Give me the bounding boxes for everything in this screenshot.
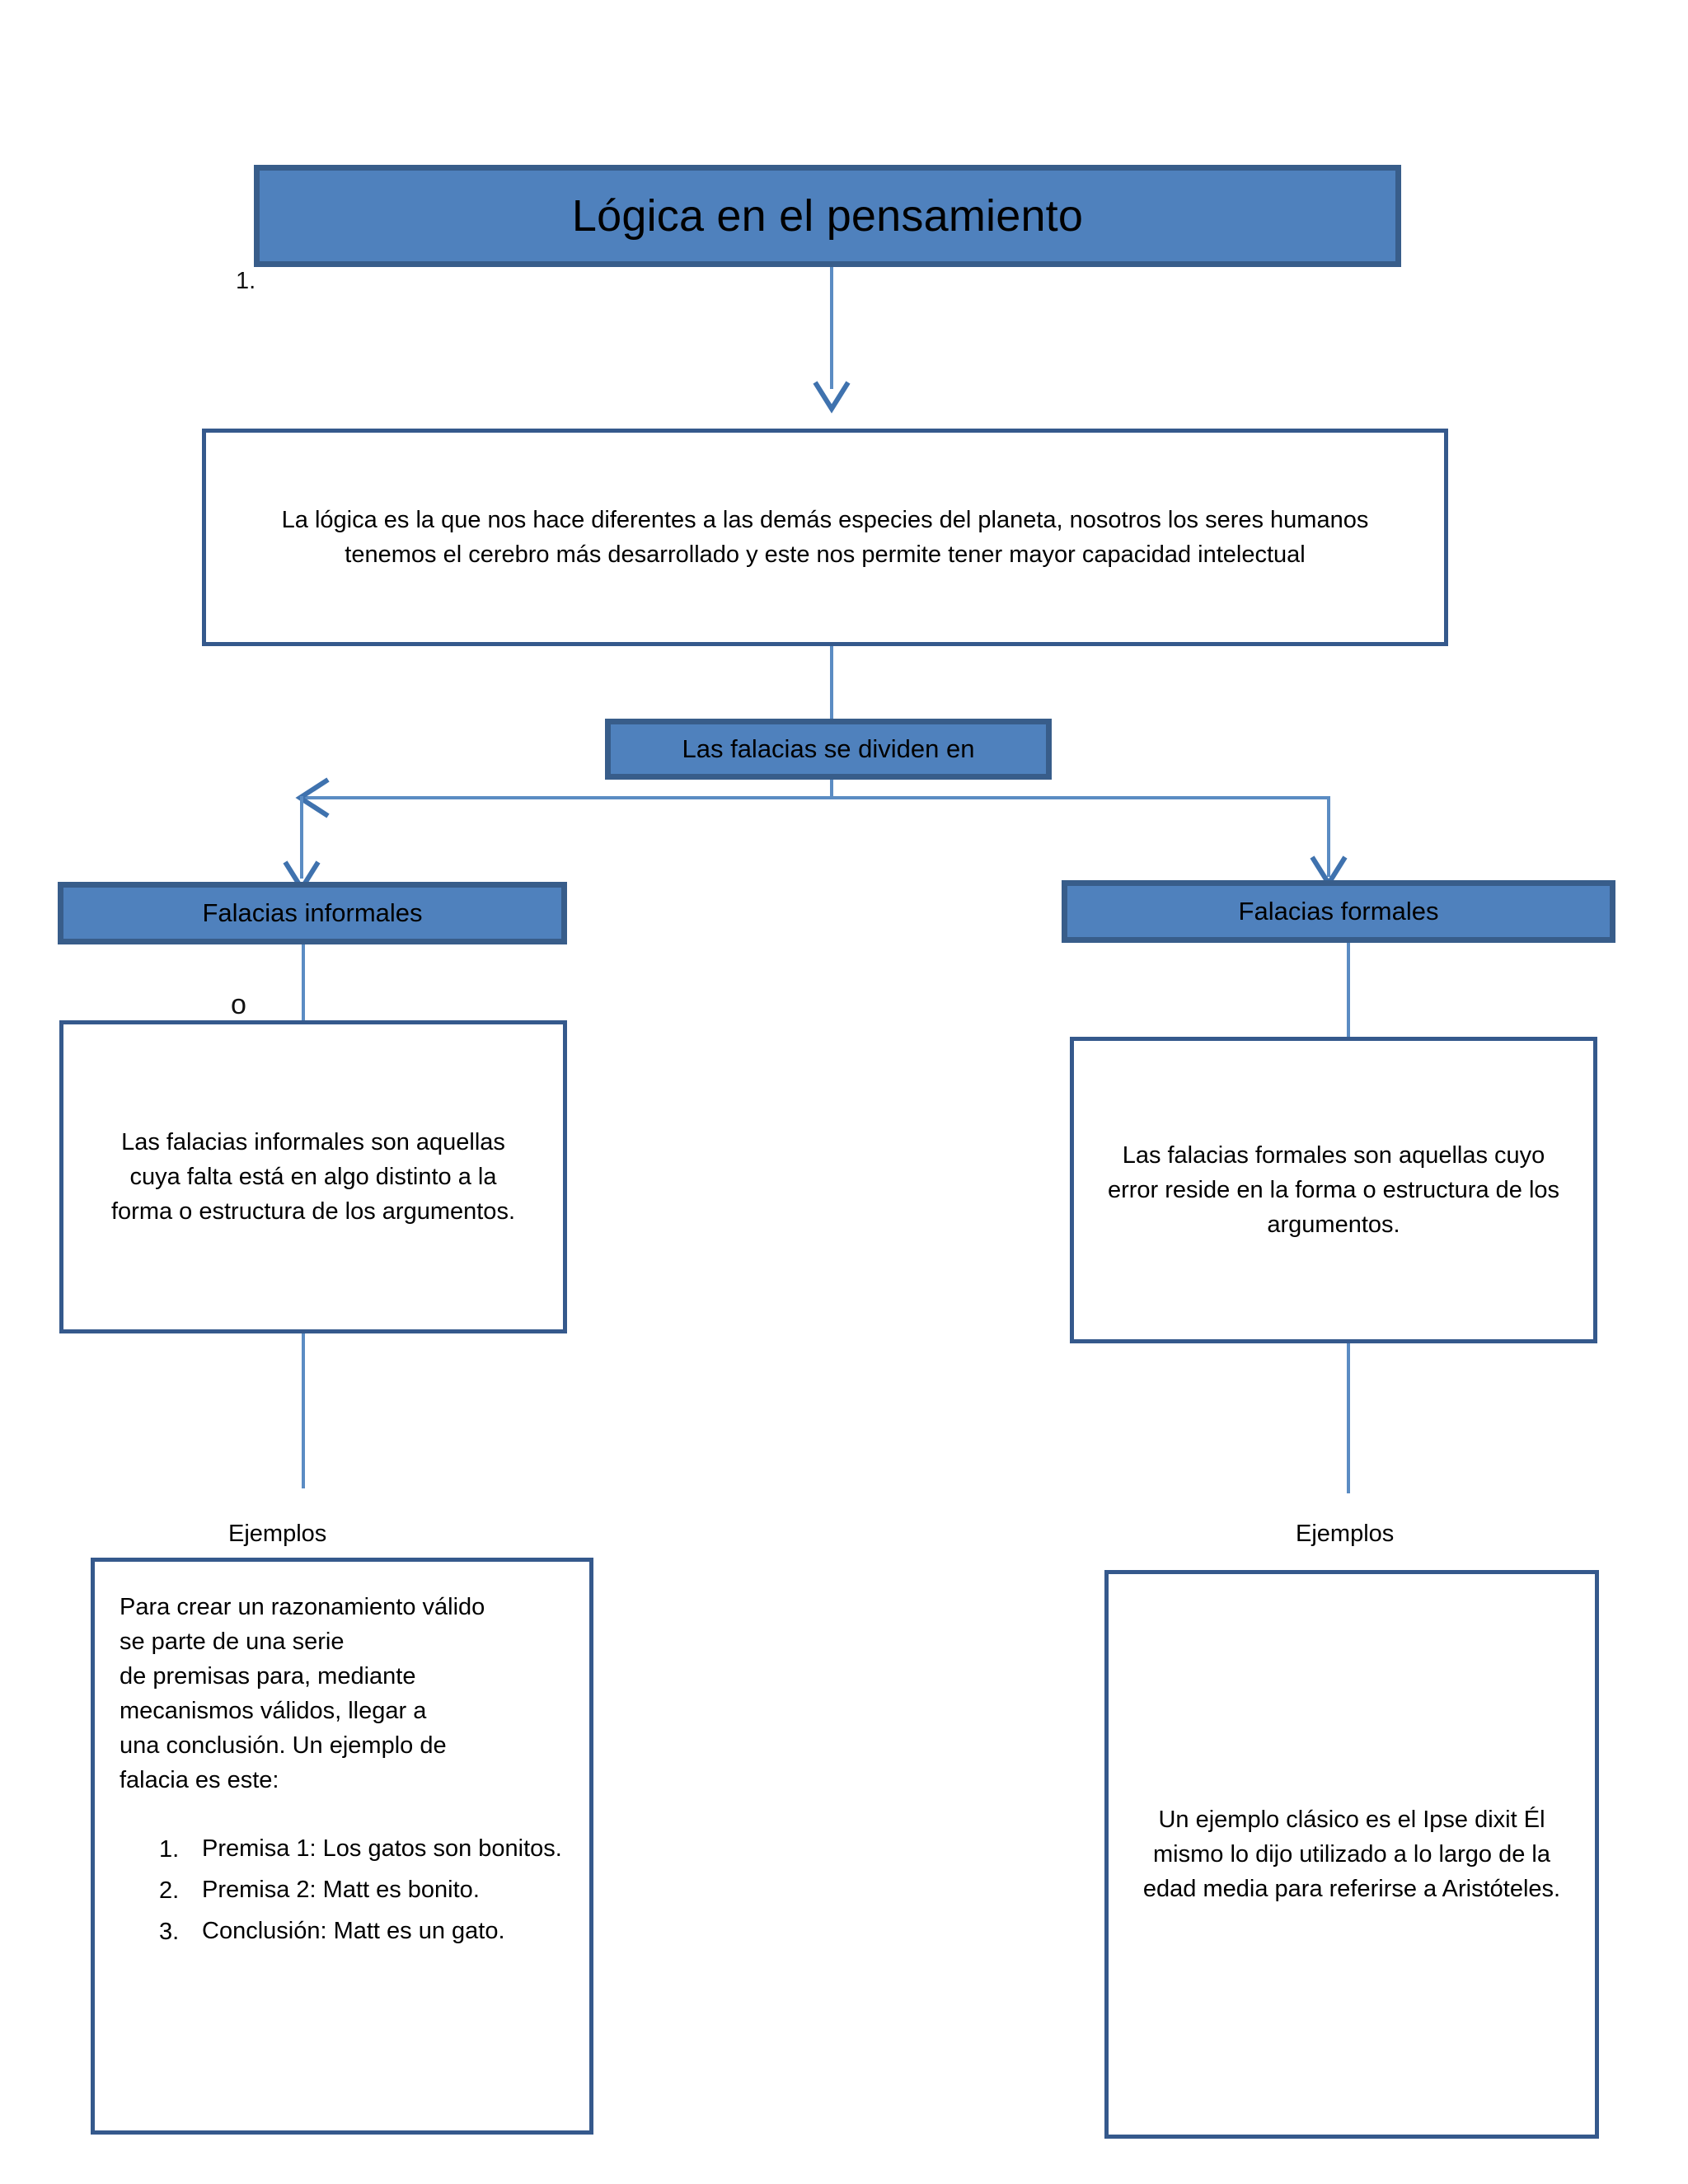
node-examples-right-text: Un ejemplo clásico es el Ipse dixit Él m… xyxy=(1142,1806,1561,1903)
list-item-number: 3. xyxy=(159,1919,180,1946)
examples-left-intro-line: de premisas para, mediante xyxy=(120,1663,416,1690)
examples-left-list: 1. Premisa 1: Los gatos son bonitos. 2. … xyxy=(120,1832,565,1949)
connector-right-definition-to-examples xyxy=(1347,1343,1350,1493)
connector-left-branch-to-definition xyxy=(302,944,305,1024)
outline-list-marker: 1. xyxy=(236,268,256,294)
node-title-label: Lógica en el pensamiento xyxy=(571,190,1084,241)
examples-left-intro-line: falacia es este: xyxy=(120,1767,279,1794)
arrowhead-bus-left-end xyxy=(290,776,333,819)
connector-intro-to-divider xyxy=(830,646,833,719)
connector-divider-stem xyxy=(830,780,833,798)
list-item-text: Premisa 2: Matt es bonito. xyxy=(202,1877,480,1904)
examples-left-intro: Para crear un razonamiento válido se par… xyxy=(120,1590,565,1797)
connector-divider-bus xyxy=(300,796,1330,799)
list-item: 1. Premisa 1: Los gatos son bonitos. xyxy=(159,1832,565,1867)
node-definition-right[interactable]: Las falacias formales son aquellas cuyo … xyxy=(1070,1037,1597,1343)
label-examples-right: Ejemplos xyxy=(1296,1521,1395,1547)
connector-title-to-intro xyxy=(830,267,833,389)
connector-right-branch-to-definition xyxy=(1347,943,1350,1040)
list-item-text: Conclusión: Matt es un gato. xyxy=(202,1918,505,1945)
examples-left-intro-line: se parte de una serie xyxy=(120,1629,345,1656)
node-examples-left-content: Para crear un razonamiento válido se par… xyxy=(120,1590,565,1956)
node-examples-left[interactable]: Para crear un razonamiento válido se par… xyxy=(91,1558,593,2135)
node-branch-right-label: Falacias formales xyxy=(1238,897,1439,926)
node-definition-right-text: Las falacias formales son aquellas cuyo … xyxy=(1107,1141,1560,1239)
node-divider[interactable]: Las falacias se dividen en xyxy=(605,719,1052,780)
list-item-number: 1. xyxy=(159,1836,180,1863)
connector-bus-to-right-branch xyxy=(1327,796,1330,877)
connector-left-definition-to-examples xyxy=(302,1333,305,1488)
node-branch-left[interactable]: Falacias informales xyxy=(58,882,567,944)
node-divider-label: Las falacias se dividen en xyxy=(682,734,975,764)
node-intro[interactable]: La lógica es la que nos hace diferentes … xyxy=(202,429,1448,646)
scan-artifact-glyph: o xyxy=(231,989,246,1020)
node-definition-left[interactable]: Las falacias informales son aquellas cuy… xyxy=(59,1020,567,1333)
node-examples-right[interactable]: Un ejemplo clásico es el Ipse dixit Él m… xyxy=(1104,1570,1599,2139)
examples-left-intro-line: mecanismos válidos, llegar a xyxy=(120,1698,427,1725)
connector-bus-to-left-branch xyxy=(300,796,303,879)
node-branch-left-label: Falacias informales xyxy=(202,898,423,928)
node-definition-left-text: Las falacias informales son aquellas cuy… xyxy=(110,1128,515,1226)
node-title[interactable]: Lógica en el pensamiento xyxy=(254,165,1401,267)
examples-left-intro-line: Para crear un razonamiento válido xyxy=(120,1594,485,1620)
node-intro-text: La lógica es la que nos hace diferentes … xyxy=(281,506,1369,568)
list-item-number: 2. xyxy=(159,1877,180,1905)
examples-left-intro-line: una conclusión. Un ejemplo de xyxy=(120,1732,447,1760)
list-item: 3. Conclusión: Matt es un gato. xyxy=(159,1915,565,1949)
label-examples-left: Ejemplos xyxy=(228,1521,327,1547)
list-item-text: Premisa 1: Los gatos son bonitos. xyxy=(202,1835,562,1863)
node-branch-right[interactable]: Falacias formales xyxy=(1062,880,1615,943)
list-item: 2. Premisa 2: Matt es bonito. xyxy=(159,1873,565,1908)
